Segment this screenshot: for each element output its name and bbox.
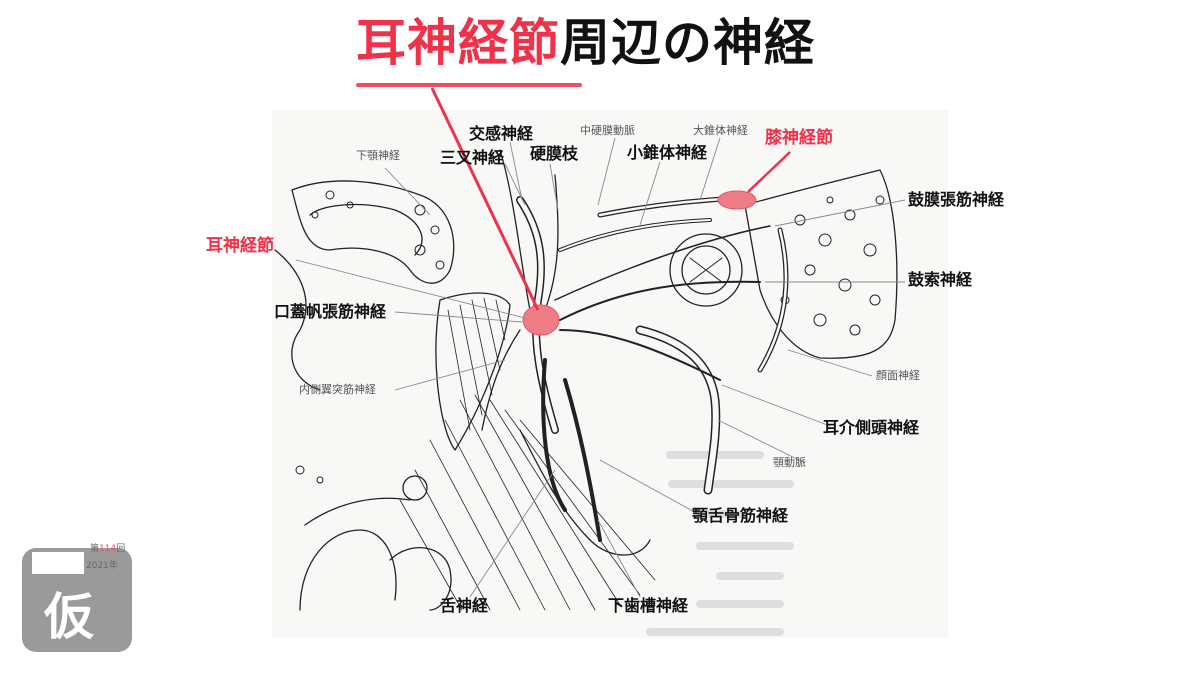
lesser-petrosal-inner [559, 219, 711, 251]
teeth [299, 529, 452, 611]
muscle-bundle [435, 292, 511, 451]
label-maxillary-artery: 顎動脈 [773, 456, 806, 469]
skull-inner-contour [309, 203, 423, 256]
label-lesser-petrosal: 小錐体神経 [627, 143, 708, 162]
label-chorda-tympani: 鼓索神経 [908, 270, 973, 289]
badge-cutout [32, 552, 84, 574]
ossicle-lines [689, 257, 723, 283]
page-bleed-lines [646, 451, 794, 636]
label-sympathetic: 交感神経 [469, 124, 534, 143]
textbook-page [272, 110, 948, 638]
tensor-tympani-nerve [554, 225, 771, 301]
medial-pterygoid-nerve [481, 329, 521, 431]
sympathetic-nerve [499, 149, 531, 311]
maxillary-artery-inner [637, 327, 719, 493]
geniculate-ganglion-shape [717, 190, 757, 210]
badge-glyph-bottom: 仮 [44, 588, 94, 646]
label-inferior-alveolar: 下歯槽神経 [608, 596, 689, 615]
auriculotemporal-branch [559, 329, 721, 381]
title-underline [356, 83, 582, 87]
meningeal-branch [544, 174, 559, 311]
mandible-contour [519, 429, 651, 556]
badge-logo [22, 548, 132, 652]
title-highlight: 耳神経節 [356, 14, 560, 72]
otic-ganglion-shape [522, 304, 560, 336]
inferior-alveolar-nerve [563, 378, 602, 542]
condyle [402, 475, 428, 501]
label-tensor-tympani: 鼓膜張筋神経 [908, 190, 1005, 209]
label-trigeminal: 三叉神経 [440, 148, 505, 167]
chorda-tympani [559, 280, 761, 321]
jaw-contour [304, 497, 411, 526]
label-medial-pterygoid: 内側翼突筋神経 [299, 383, 376, 396]
label-geniculate-ganglion: 膝神経節 [765, 128, 833, 148]
label-tensor-veli-palatini: 口蓋帆張筋神経 [274, 302, 387, 321]
label-facial-nerve: 顔面神経 [876, 369, 920, 382]
label-mandibular-nerve: 下顎神経 [356, 149, 400, 162]
page-title: 耳神経節周辺の神経 [356, 18, 815, 68]
badge-edition: 第114回 [90, 544, 126, 554]
badge-year: 2021年 [86, 561, 118, 571]
pharynx-contour [274, 249, 321, 391]
skull-base-left [291, 180, 455, 284]
title-rest: 周辺の神経 [560, 14, 815, 72]
label-meningeal-branch: 硬膜枝 [530, 144, 579, 163]
facial-nerve-inner [758, 228, 788, 372]
muscle-hatching [447, 297, 506, 431]
geniculate-pointer-line [747, 151, 791, 193]
label-mylohyoid: 顎舌骨筋神経 [692, 506, 789, 525]
leader-lines [295, 137, 906, 598]
label-lingual: 舌神経 [440, 596, 489, 615]
tympanic-ring [669, 233, 743, 307]
label-greater-petrosal: 大錐体神経 [693, 124, 748, 137]
label-auriculotemporal: 耳介側頭神経 [823, 418, 920, 437]
tympanic-membrane [681, 245, 731, 295]
pterygoid-striations [399, 394, 656, 611]
title-pointer-line [430, 87, 540, 311]
temporal-bone [744, 169, 898, 359]
label-middle-meningeal-artery: 中硬膜動脈 [580, 124, 635, 137]
lingual-nerve [541, 358, 567, 512]
label-otic-ganglion: 耳神経節 [206, 236, 274, 256]
